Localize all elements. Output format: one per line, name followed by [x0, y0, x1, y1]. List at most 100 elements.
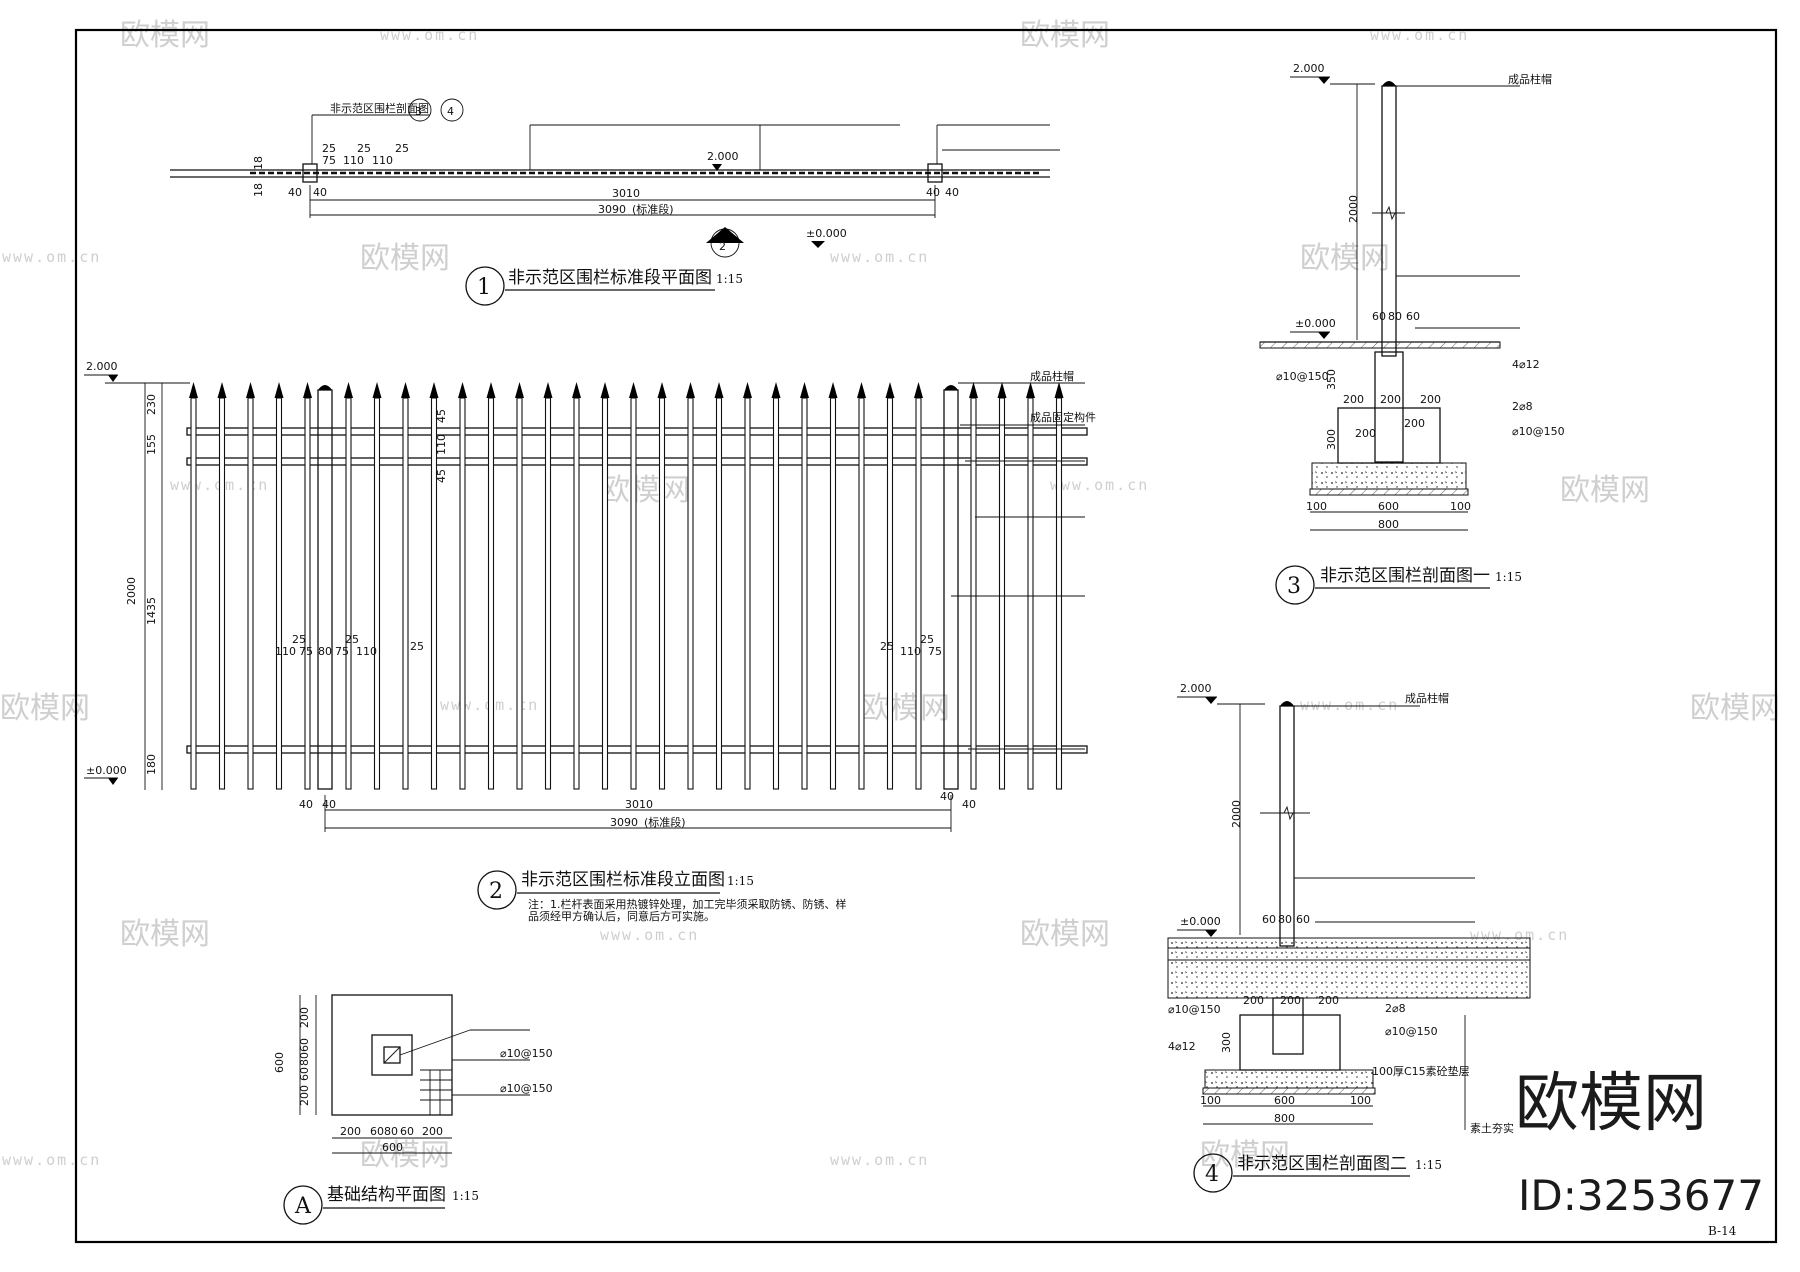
svg-text:75: 75	[928, 645, 942, 658]
picket	[658, 397, 666, 790]
svg-text:200: 200	[422, 1125, 443, 1138]
svg-text:2⌀8: 2⌀8	[1385, 1002, 1406, 1015]
svg-text:25: 25	[322, 142, 336, 155]
elev-title-number-circle	[477, 870, 517, 910]
picket-spear-tip	[800, 382, 809, 398]
logo-text: 欧模网	[1515, 1067, 1707, 1141]
svg-text:80: 80	[1278, 913, 1292, 926]
svg-text:300: 300	[1325, 429, 1338, 450]
sec3-pier	[1374, 351, 1404, 463]
svg-text:⌀10@150: ⌀10@150	[1168, 1003, 1221, 1016]
svg-text:110: 110	[356, 645, 377, 658]
svg-text:60: 60	[370, 1125, 384, 1138]
svg-text:40: 40	[962, 798, 976, 811]
picket-spear-tip	[885, 382, 895, 398]
sec3-level-top: 2.000	[1293, 62, 1325, 75]
svg-text:200: 200	[298, 1007, 311, 1028]
svg-text:60: 60	[1406, 310, 1420, 323]
plan-callout-text: 非示范区围栏剖面图	[330, 101, 429, 115]
svg-text:600: 600	[1274, 1094, 1295, 1107]
picket	[886, 397, 894, 790]
svg-text:40: 40	[288, 186, 302, 199]
sec3-blinding	[1311, 462, 1467, 490]
svg-text:200: 200	[298, 1085, 311, 1106]
picket-spear-tip	[217, 382, 227, 398]
picket	[459, 397, 466, 790]
picket	[630, 397, 637, 790]
section-4: 2.000 2000 成品柱帽 ±0.000 60 80 60 ⌀10@150 …	[1167, 682, 1531, 1193]
svg-text:200: 200	[1318, 994, 1339, 1007]
picket	[218, 397, 226, 790]
picket-spear-tip	[969, 382, 978, 398]
picket	[275, 397, 283, 790]
svg-text:80: 80	[298, 1052, 311, 1066]
plan-level-ground: ±0.000	[806, 227, 847, 240]
brand-logo: 欧模网 ID:3253677	[1515, 1067, 1764, 1220]
picket	[801, 397, 808, 790]
picket-spear-tip	[372, 382, 382, 398]
picket-spear-tip	[657, 382, 667, 398]
svg-text:600: 600	[1378, 500, 1399, 513]
picket-spear-tip	[857, 382, 866, 398]
plan-dims-top: 25 75 110 25 110 25 18 18	[252, 142, 409, 197]
elev-label-fix: 成品固定构件	[1030, 410, 1096, 424]
elev-note-1: 注：1.栏杆表面采用热镀锌处理，加工完毕须采取防锈、防锈、样	[528, 897, 847, 911]
picket-spear-tip	[828, 382, 838, 398]
sec4-footing	[1239, 1014, 1341, 1071]
rail-top-1	[186, 427, 1088, 436]
plan-title-number-circle	[465, 266, 505, 306]
svg-text:180: 180	[145, 754, 158, 775]
svg-text:4⌀12: 4⌀12	[1168, 1040, 1196, 1053]
svg-text:800: 800	[1274, 1112, 1295, 1125]
svg-text:60: 60	[298, 1067, 311, 1081]
svg-text:40: 40	[322, 798, 336, 811]
sec4-pier	[1272, 997, 1304, 1055]
svg-text:25: 25	[292, 633, 306, 646]
svg-text:3010: 3010	[612, 187, 640, 200]
foundation-title: 基础结构平面图	[327, 1185, 446, 1205]
watermark-text: 欧模网	[860, 691, 950, 726]
picket	[345, 397, 352, 790]
svg-text:110: 110	[275, 645, 296, 658]
picket	[1055, 397, 1063, 790]
logo-id: ID:3253677	[1518, 1171, 1764, 1220]
plan-level-top: 2.000	[707, 150, 739, 163]
watermark-text: 欧模网	[360, 241, 450, 276]
foundation-title-number-circle	[283, 1185, 323, 1225]
section-3: 2.000 2000 成品柱帽 ±0.000 60 80 60 ⌀10@150 …	[1259, 62, 1565, 605]
svg-text:2: 2	[719, 240, 726, 253]
svg-text:3010: 3010	[625, 798, 653, 811]
sec4-layer-1: 100厚C15素砼垫层	[1372, 1064, 1470, 1078]
picket-spear-tip	[543, 382, 553, 398]
watermark-text: 欧模网	[1300, 241, 1390, 276]
watermark-url: www.om.cn	[380, 26, 479, 44]
svg-text:60: 60	[298, 1038, 311, 1052]
svg-text:45: 45	[435, 469, 448, 483]
svg-text:100: 100	[1306, 500, 1327, 513]
svg-text:2000: 2000	[125, 577, 138, 605]
plan-title-number: 1	[477, 275, 491, 300]
watermark-url: www.om.cn	[2, 1151, 101, 1169]
svg-text:230: 230	[145, 394, 158, 415]
watermark-text: 欧模网	[1020, 18, 1110, 53]
plan-title: 非示范区围栏标准段平面图	[508, 268, 712, 288]
foundation-rebar-b: ⌀10@150	[500, 1082, 553, 1095]
elevation-view: 2.000 ±0.000 230 155 1435 180 2000 45 11…	[84, 360, 1096, 923]
picket-spear-tip	[629, 382, 638, 398]
elev-scale: 1:15	[727, 874, 754, 888]
plan-ref-4: 4	[447, 105, 454, 118]
svg-text:60: 60	[1372, 310, 1386, 323]
picket-spear-tip	[572, 382, 581, 398]
sec4-title-number: 4	[1205, 1162, 1219, 1187]
picket-spear-tip	[486, 382, 496, 398]
sec4-post	[1279, 705, 1295, 947]
svg-text:75: 75	[322, 154, 336, 167]
svg-text:(标准段): (标准段)	[644, 815, 686, 829]
svg-text:40: 40	[299, 798, 313, 811]
watermark-text: 欧模网	[360, 1138, 450, 1173]
svg-text:110: 110	[343, 154, 364, 167]
rail-bottom	[186, 745, 1088, 754]
watermark-url: www.om.cn	[830, 248, 929, 266]
svg-text:3090: 3090	[610, 816, 638, 829]
svg-text:25: 25	[880, 640, 894, 653]
